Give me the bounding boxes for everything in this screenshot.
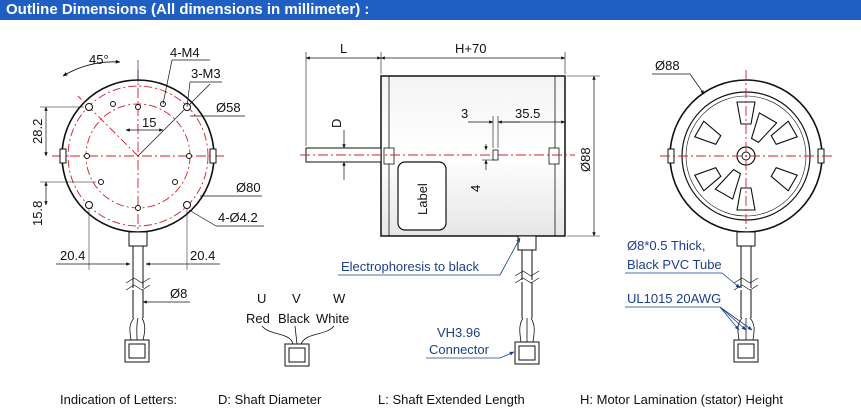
wire-red: Red: [246, 311, 270, 326]
dim-d88-rear: Ø88: [655, 58, 680, 73]
label-4m4: 4-M4: [170, 45, 200, 60]
dim-15-8: 15.8: [30, 201, 45, 226]
dim-28-2: 28.2: [30, 119, 45, 144]
label-4d42: 4-Ø4.2: [218, 210, 258, 225]
note-tube-1: Ø8*0.5 Thick,: [627, 238, 706, 253]
note-awg: UL1015 20AWG: [627, 291, 721, 306]
cable-gland: [128, 231, 148, 247]
side-view: L H+70 D 3 35.5 4 Ø88 Label: [300, 41, 600, 365]
dim-20-4-right: 20.4: [190, 248, 215, 263]
angle-45: 45°: [89, 52, 109, 67]
pcd80-circle: [67, 85, 209, 227]
note-connector: Connector: [429, 342, 490, 357]
note-tube-2: Black PVC Tube: [627, 257, 722, 272]
label-text: Label: [415, 183, 430, 215]
phase-w: W: [333, 291, 346, 306]
phase-v: V: [292, 291, 301, 306]
dim-35-5: 35.5: [515, 106, 540, 121]
label-d58: Ø58: [216, 100, 241, 115]
dim-L: L: [340, 41, 347, 56]
footer-h-def: H: Motor Lamination (stator) Height: [580, 392, 784, 407]
notch-right: [209, 148, 217, 164]
connector-side: [514, 341, 540, 365]
notch-left: [59, 148, 67, 164]
footer-d-def: D: Shaft Diameter: [218, 392, 322, 407]
dim-d8-cable: Ø8: [170, 286, 187, 301]
footer-indication: Indication of Letters:: [60, 392, 178, 407]
dim-D: D: [329, 119, 344, 128]
connector-front: [124, 339, 150, 363]
dim-20-4-left: 20.4: [60, 248, 85, 263]
label-d80: Ø80: [236, 180, 261, 195]
mount-holes: [84, 101, 192, 211]
page-title: Outline Dimensions (All dimensions in mi…: [6, 1, 370, 18]
dim-3: 3: [461, 106, 468, 121]
note-vh396: VH3.96: [437, 325, 480, 340]
dim-d88-side: Ø88: [578, 147, 593, 172]
note-electrophoresis: Electrophoresis to black: [341, 259, 480, 274]
front-view: 45° 4-M4 3-M3 Ø58 15 Ø80 4-Ø4.2 28.2 15.…: [30, 45, 264, 363]
outline-drawing: 45° 4-M4 3-M3 Ø58 15 Ø80 4-Ø4.2 28.2 15.…: [30, 41, 832, 367]
wire-black: Black: [278, 311, 310, 326]
header-bar: Outline Dimensions (All dimensions in mi…: [0, 0, 861, 20]
label-3m3: 3-M3: [191, 66, 221, 81]
wire-white: White: [316, 311, 349, 326]
wire-legend: U V W Red Black White: [246, 291, 349, 367]
rear-view: Ø88 Ø8*0.5 Thick, Black PVC Tube UL1015 …: [625, 58, 832, 363]
label-box: [397, 161, 447, 231]
dim-4: 4: [468, 185, 483, 192]
rotor-slots: [693, 101, 799, 211]
phase-u: U: [257, 291, 266, 306]
dim-h70: H+70: [455, 41, 486, 56]
dim-15: 15: [142, 115, 156, 130]
footer-l-def: L: Shaft Extended Length: [378, 392, 525, 407]
